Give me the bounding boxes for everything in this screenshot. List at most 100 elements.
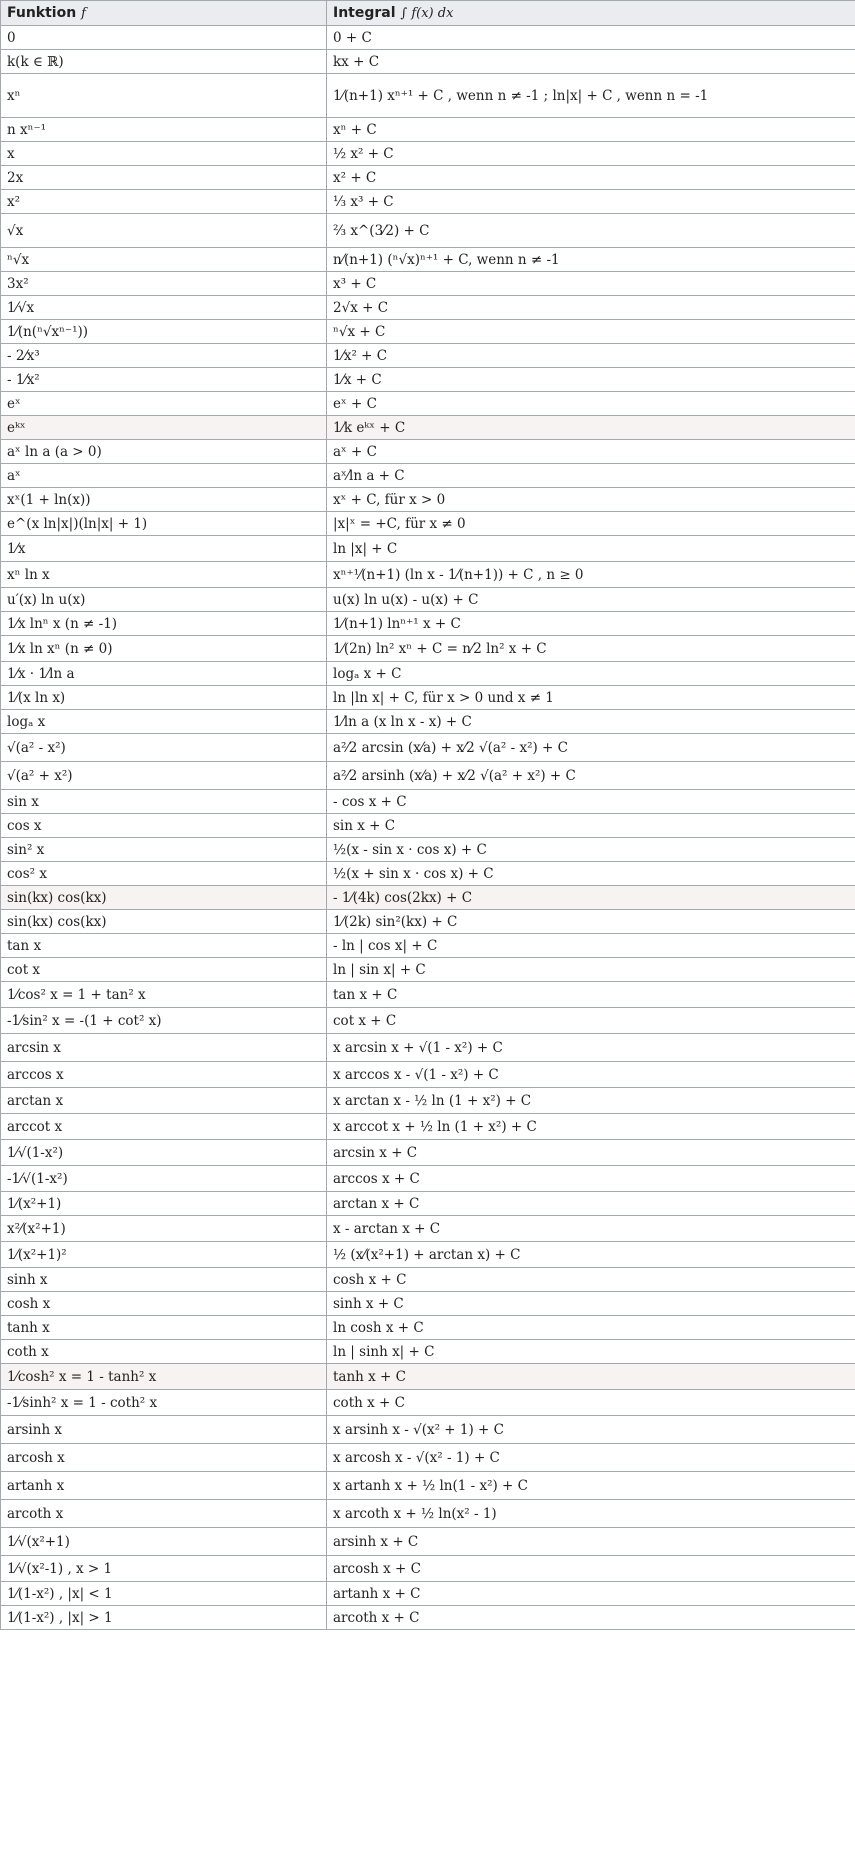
function-cell: 1⁄(x ln x) (0, 685, 327, 710)
table-row: xˣ(1 + ln(x))xˣ + C, für x > 0 (0, 487, 855, 512)
integral-cell: ⅔ x^(3⁄2) + C (326, 213, 855, 248)
integral-cell: ln | sin x| + C (326, 957, 855, 982)
function-cell: - 1⁄x² (0, 367, 327, 392)
function-cell: 1⁄√(1-x²) (0, 1139, 327, 1166)
function-cell: 1⁄(x²+1) (0, 1191, 327, 1216)
function-cell: n xⁿ⁻¹ (0, 117, 327, 142)
function-cell: x (0, 141, 327, 166)
integral-cell: x arccos x - √(1 - x²) + C (326, 1061, 855, 1088)
integral-cell: u(x) ln u(x) - u(x) + C (326, 587, 855, 612)
table-row: √(a² + x²)a²⁄2 arsinh (x⁄a) + x⁄2 √(a² +… (0, 761, 855, 790)
integral-cell: sin x + C (326, 813, 855, 838)
table-row: u′(x) ln u(x)u(x) ln u(x) - u(x) + C (0, 587, 855, 612)
table-row: sin(kx) cos(kx)- 1⁄(4k) cos(2kx) + C (0, 885, 855, 910)
function-cell: e^(x ln|x|)(ln|x| + 1) (0, 511, 327, 536)
integral-cell: ln | sinh x| + C (326, 1339, 855, 1364)
function-cell: cos² x (0, 861, 327, 886)
function-cell: 1⁄(n(ⁿ√xⁿ⁻¹)) (0, 319, 327, 344)
function-cell: cos x (0, 813, 327, 838)
function-cell: logₐ x (0, 709, 327, 734)
integral-cell: ln cosh x + C (326, 1315, 855, 1340)
function-cell: xⁿ (0, 73, 327, 118)
function-cell: sin x (0, 789, 327, 814)
integral-cell: ln |x| + C (326, 535, 855, 562)
integral-cell: tan x + C (326, 981, 855, 1008)
integral-cell: arcoth x + C (326, 1605, 855, 1630)
integral-cell: ⁿ√x + C (326, 319, 855, 344)
function-cell: cosh x (0, 1291, 327, 1316)
integral-cell: x - arctan x + C (326, 1215, 855, 1242)
table-row: x²⁄(x²+1)x - arctan x + C (0, 1215, 855, 1242)
integral-cell: - ln | cos x| + C (326, 933, 855, 958)
function-cell: aˣ ln a (a > 0) (0, 439, 327, 464)
column-header-integral-label: Integral (333, 5, 396, 21)
table-row: √(a² - x²)a²⁄2 arcsin (x⁄a) + x⁄2 √(a² -… (0, 733, 855, 762)
function-cell: sinh x (0, 1267, 327, 1292)
function-cell: -1⁄√(1-x²) (0, 1165, 327, 1192)
table-row: 1⁄(x²+1)arctan x + C (0, 1191, 855, 1216)
integral-cell: 1⁄ln a (x ln x - x) + C (326, 709, 855, 734)
integral-cell: ½ (x⁄(x²+1) + arctan x) + C (326, 1241, 855, 1268)
table-row: 1⁄√(1-x²)arcsin x + C (0, 1139, 855, 1166)
integral-cell: x arcosh x - √(x² - 1) + C (326, 1443, 855, 1472)
function-cell: 1⁄x (0, 535, 327, 562)
table-row: 1⁄(n(ⁿ√xⁿ⁻¹))ⁿ√x + C (0, 319, 855, 344)
function-cell: 2x (0, 165, 327, 190)
integral-cell: 1⁄x + C (326, 367, 855, 392)
integral-cell: logₐ x + C (326, 661, 855, 686)
function-cell: tanh x (0, 1315, 327, 1340)
integral-cell: - cos x + C (326, 789, 855, 814)
integral-cell: ½ x² + C (326, 141, 855, 166)
function-cell: ⁿ√x (0, 247, 327, 272)
table-row: 1⁄(x ln x)ln |ln x| + C, für x > 0 und x… (0, 685, 855, 710)
table-row: -1⁄sin² x = -(1 + cot² x)cot x + C (0, 1007, 855, 1034)
integral-cell: kx + C (326, 49, 855, 74)
integral-cell: aˣ⁄ln a + C (326, 463, 855, 488)
column-header-function-label: Funktion (7, 5, 77, 21)
function-cell: arccot x (0, 1113, 327, 1140)
function-cell: arcosh x (0, 1443, 327, 1472)
integral-cell: artanh x + C (326, 1581, 855, 1606)
function-cell: artanh x (0, 1471, 327, 1500)
integral-cell: coth x + C (326, 1389, 855, 1416)
table-row: 1⁄x lnⁿ x (n ≠ -1)1⁄(n+1) lnⁿ⁺¹ x + C (0, 611, 855, 636)
integral-cell: eˣ + C (326, 391, 855, 416)
function-cell: 3x² (0, 271, 327, 296)
function-cell: k(k ∈ ℝ) (0, 49, 327, 74)
function-cell: arcoth x (0, 1499, 327, 1528)
integral-cell: arcosh x + C (326, 1555, 855, 1582)
integral-cell: x arctan x - ½ ln (1 + x²) + C (326, 1087, 855, 1114)
table-row: sin(kx) cos(kx)1⁄(2k) sin²(kx) + C (0, 909, 855, 934)
integral-cell: arsinh x + C (326, 1527, 855, 1556)
function-cell: 1⁄√(x²+1) (0, 1527, 327, 1556)
function-cell: 1⁄x · 1⁄ln a (0, 661, 327, 686)
function-cell: x² (0, 189, 327, 214)
column-header-integral: Integral ∫ f(x) dx (326, 0, 855, 26)
integral-cell: x arsinh x - √(x² + 1) + C (326, 1415, 855, 1444)
integral-cell: arccos x + C (326, 1165, 855, 1192)
